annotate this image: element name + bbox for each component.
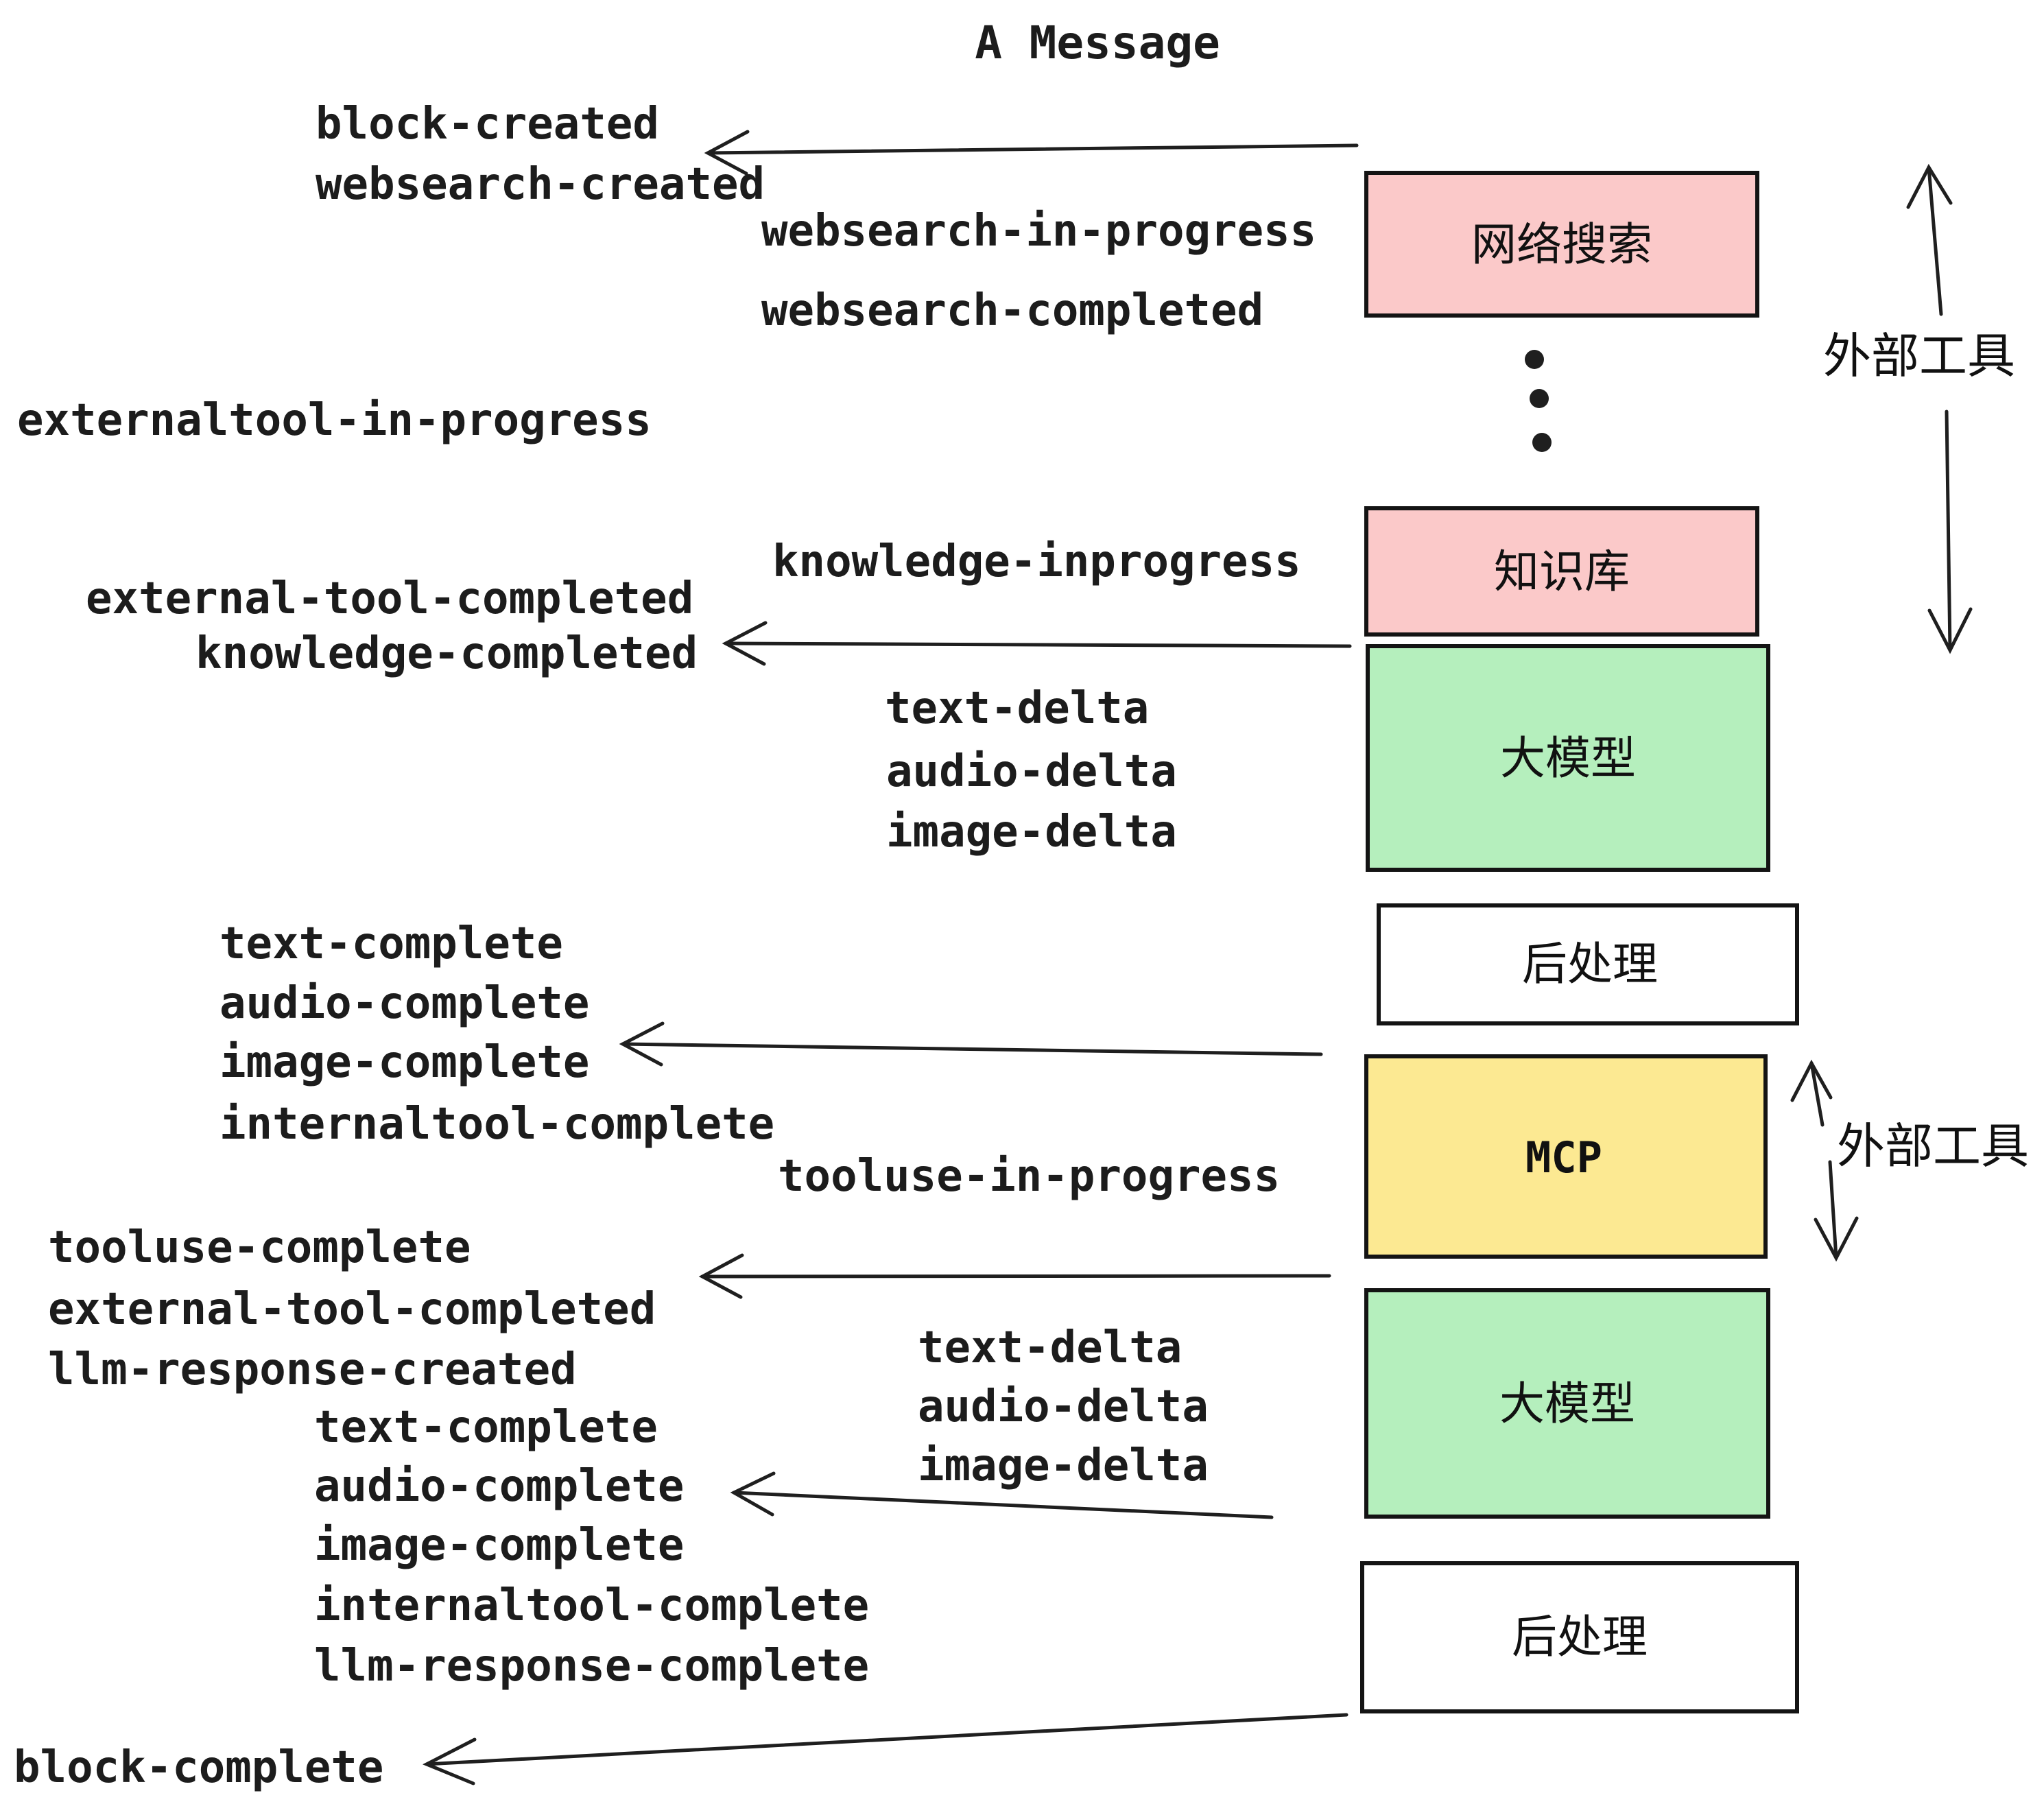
- external-tools-top-label: 外部工具: [1823, 328, 2015, 384]
- websearch-box: [1364, 171, 1759, 318]
- arrow-up-icon: [1790, 1059, 1833, 1127]
- ellipsis-dots-icon: [1525, 350, 1552, 452]
- event-internaltool-complete-2: internaltool-complete: [314, 1580, 869, 1631]
- diagram-title: A Message: [975, 16, 1220, 69]
- postprocess-box-1-label: 后处理: [1522, 938, 1658, 990]
- arrow-down-icon: [1814, 1160, 1859, 1262]
- event-tooluse-complete: tooluse-complete: [48, 1222, 471, 1273]
- event-tooluse-in-progress: tooluse-in-progress: [778, 1151, 1280, 1202]
- event-websearch-in-progress: websearch-in-progress: [761, 206, 1316, 257]
- event-external-tool-completed-2: external-tool-completed: [48, 1284, 656, 1335]
- postprocess-box-2: [1360, 1561, 1799, 1713]
- arrow-up-icon: [1906, 163, 1953, 316]
- llm-box-2: [1364, 1288, 1770, 1519]
- event-llm-response-created: llm-response-created: [48, 1344, 577, 1395]
- event-internaltool-complete-1: internaltool-complete: [219, 1099, 774, 1150]
- event-external-tool-completed-1: external-tool-completed: [86, 573, 693, 624]
- external-tools-mid-label: 外部工具: [1837, 1118, 2029, 1174]
- arrow-block-created: [704, 130, 1359, 176]
- arrow-tooluse-complete: [698, 1253, 1331, 1299]
- websearch-box-label: 网络搜索: [1471, 218, 1652, 271]
- event-block-created: block-created: [316, 99, 659, 150]
- knowledge-box-label: 知识库: [1494, 545, 1630, 598]
- postprocess-box-2-label: 后处理: [1512, 1611, 1648, 1663]
- event-block-complete: block-complete: [14, 1742, 383, 1793]
- event-externaltool-in-progress: externaltool-in-progress: [17, 395, 652, 446]
- llm-box-1-label: 大模型: [1500, 732, 1636, 785]
- llm-box-2-label: 大模型: [1499, 1377, 1635, 1430]
- event-audio-delta-1: audio-delta: [886, 746, 1177, 797]
- mcp-box: [1364, 1054, 1768, 1259]
- llm-box-1: [1366, 644, 1770, 872]
- event-audio-complete-2: audio-complete: [314, 1461, 684, 1512]
- event-text-complete-1: text-complete: [219, 918, 563, 969]
- event-audio-delta-2: audio-delta: [918, 1381, 1209, 1432]
- knowledge-box: [1364, 506, 1759, 637]
- event-knowledge-inprogress: knowledge-inprogress: [772, 536, 1301, 587]
- event-knowledge-completed: knowledge-completed: [195, 628, 698, 679]
- event-image-complete-1: image-complete: [219, 1037, 589, 1088]
- event-image-delta-1: image-delta: [886, 807, 1177, 857]
- arrow-down-icon: [1927, 410, 1973, 654]
- mcp-box-label: MCP: [1525, 1132, 1602, 1183]
- arrow-knowledge-completed: [722, 621, 1352, 666]
- event-image-delta-2: image-delta: [918, 1440, 1209, 1491]
- event-websearch-created: websearch-created: [316, 159, 765, 210]
- postprocess-box-1: [1377, 903, 1799, 1025]
- external-tools-mid-group: 外部工具: [1790, 1059, 2029, 1262]
- arrow-audio-complete-2: [730, 1471, 1274, 1519]
- event-websearch-completed: websearch-completed: [761, 285, 1263, 336]
- event-text-delta-2: text-delta: [918, 1322, 1182, 1373]
- event-image-complete-2: image-complete: [314, 1520, 684, 1571]
- event-llm-response-complete: llm-response-complete: [314, 1641, 869, 1692]
- event-audio-complete-1: audio-complete: [219, 978, 589, 1029]
- arrow-image-complete-1: [619, 1021, 1323, 1067]
- event-text-complete-2: text-complete: [314, 1402, 658, 1453]
- event-text-delta-1: text-delta: [885, 683, 1149, 734]
- arrow-block-complete: [423, 1713, 1348, 1785]
- external-tools-top-group: 外部工具: [1823, 163, 2015, 654]
